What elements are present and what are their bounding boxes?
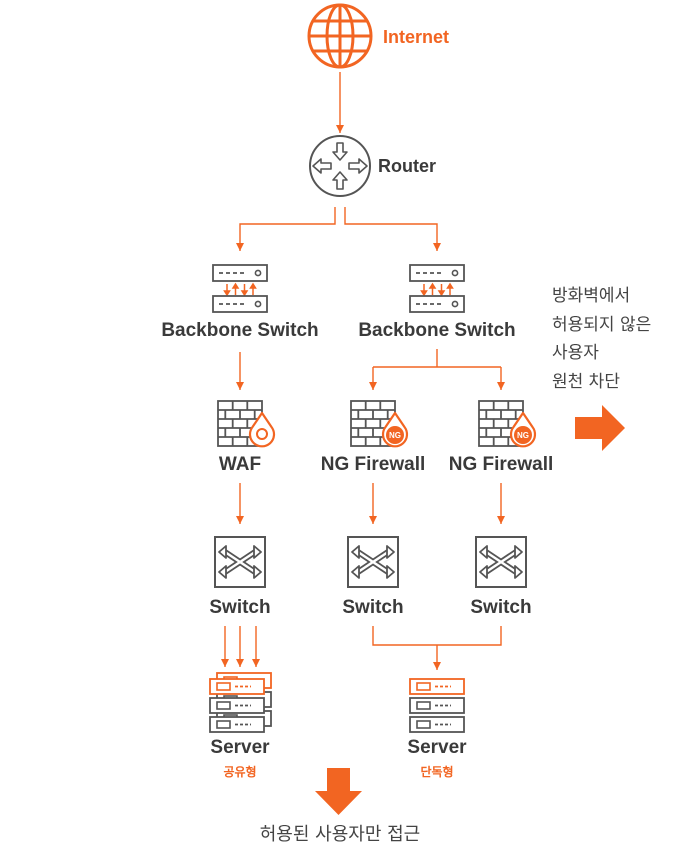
server-dedicated-label: Server	[407, 737, 467, 758]
backbone-switch-left-icon	[212, 264, 268, 313]
connector-switches-merge	[372, 626, 502, 646]
ng-badge-text: NG	[389, 431, 401, 440]
server-dedicated-icon	[409, 678, 465, 733]
server-shared-label: Server	[210, 737, 270, 758]
switch-right-label: Switch	[470, 597, 532, 618]
switch-mid-icon	[348, 537, 398, 587]
ng-firewall-2-label: NG Firewall	[448, 454, 554, 475]
arrow-down-icon	[315, 768, 362, 815]
switch-mid-label: Switch	[342, 597, 404, 618]
waf-label: WAF	[218, 454, 262, 475]
switch-left-icon	[215, 537, 265, 587]
backbone-switch-right-label: Backbone Switch	[358, 320, 516, 341]
backbone-switch-left-label: Backbone Switch	[161, 320, 319, 341]
side-note-line: 사용자	[552, 343, 599, 363]
ng-firewall-1-label: NG Firewall	[320, 454, 426, 475]
ng-badge-text: NG	[517, 431, 529, 440]
side-note-line: 원천 차단	[552, 371, 620, 392]
connector-backbone-fork	[373, 349, 501, 368]
server-shared-type: 공유형	[223, 765, 257, 779]
side-note: 방화벽에서 허용되지 않은 사용자 원천 차단	[552, 282, 651, 396]
ng-firewall-2-icon: NG	[478, 400, 537, 448]
server-dedicated-type: 단독형	[420, 765, 454, 779]
ng-firewall-1-icon: NG	[350, 400, 409, 448]
backbone-switch-right-icon	[409, 264, 465, 313]
waf-firewall-icon	[217, 400, 276, 448]
switch-right-icon	[476, 537, 526, 587]
connector-router-backbone-left	[236, 207, 336, 251]
server-stack-front-icon	[209, 678, 265, 733]
router-label: Router	[378, 156, 436, 176]
switch-left-label: Switch	[209, 597, 271, 618]
globe-icon	[307, 3, 373, 69]
side-note-line: 허용되지 않은	[552, 314, 652, 335]
server-shared-icon	[209, 672, 272, 733]
bottom-note: 허용된 사용자만 접근	[259, 824, 421, 845]
side-note-line: 방화벽에서	[552, 286, 631, 306]
arrow-right-icon	[575, 405, 625, 451]
connector-router-backbone-right	[344, 207, 441, 251]
internet-label: Internet	[383, 27, 450, 47]
router-icon	[309, 135, 371, 197]
